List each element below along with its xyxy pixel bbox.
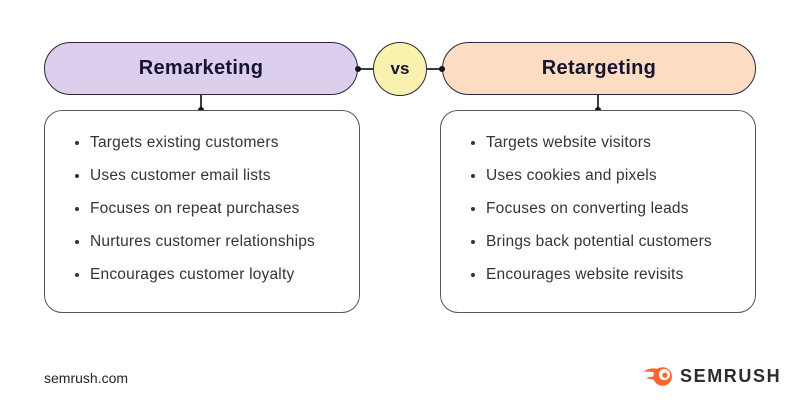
list-item: Uses customer email lists — [75, 159, 351, 192]
remarketing-card: Targets existing customers Uses customer… — [44, 110, 360, 313]
bullet-icon — [471, 140, 475, 145]
list-item: Brings back potential customers — [471, 225, 747, 258]
remarketing-list: Targets existing customers Uses customer… — [75, 126, 351, 291]
list-item: Focuses on repeat purchases — [75, 192, 351, 225]
list-item-text: Uses cookies and pixels — [486, 166, 657, 184]
list-item-text: Encourages customer loyalty — [90, 265, 295, 283]
bullet-icon — [75, 272, 79, 277]
list-item: Uses cookies and pixels — [471, 159, 747, 192]
list-item-text: Focuses on repeat purchases — [90, 199, 300, 217]
bullet-icon — [75, 206, 79, 211]
list-item: Nurtures customer relationships — [75, 225, 351, 258]
bullet-icon — [471, 173, 475, 178]
list-item: Targets website visitors — [471, 126, 747, 159]
retargeting-header-pill: Retargeting — [442, 42, 756, 95]
list-item-text: Targets existing customers — [90, 133, 279, 151]
connector-line-left-vertical — [200, 95, 202, 110]
list-item: Encourages website revisits — [471, 258, 747, 291]
list-item-text: Focuses on converting leads — [486, 199, 689, 217]
semrush-logo: SEMRUSH — [643, 364, 781, 389]
list-item-text: Brings back potential customers — [486, 232, 712, 250]
bullet-icon — [471, 206, 475, 211]
retargeting-list: Targets website visitors Uses cookies an… — [471, 126, 747, 291]
semrush-wordmark: SEMRUSH — [680, 366, 782, 386]
source-url: semrush.com — [44, 370, 129, 386]
remarketing-title: Remarketing — [138, 57, 264, 79]
versus-label: vs — [390, 59, 410, 78]
bullet-icon — [471, 239, 475, 244]
list-item-text: Targets website visitors — [486, 133, 652, 151]
retargeting-card: Targets website visitors Uses cookies an… — [440, 110, 756, 313]
retargeting-title: Retargeting — [541, 57, 657, 79]
versus-badge: vs — [373, 42, 427, 96]
connector-line-left — [358, 68, 374, 70]
semrush-flame-icon — [643, 367, 672, 386]
connector-line-right-vertical — [597, 95, 599, 110]
connector-line-right — [426, 68, 442, 70]
list-item-text: Encourages website revisits — [486, 265, 684, 283]
list-item: Encourages customer loyalty — [75, 258, 351, 291]
bullet-icon — [471, 272, 475, 277]
list-item-text: Nurtures customer relationships — [90, 232, 316, 250]
bullet-icon — [75, 140, 79, 145]
list-item: Targets existing customers — [75, 126, 351, 159]
remarketing-header-pill: Remarketing — [44, 42, 358, 95]
junction-dot — [355, 66, 361, 72]
bullet-icon — [75, 173, 79, 178]
junction-dot — [439, 66, 445, 72]
list-item: Focuses on converting leads — [471, 192, 747, 225]
list-item-text: Uses customer email lists — [90, 166, 271, 184]
bullet-icon — [75, 239, 79, 244]
